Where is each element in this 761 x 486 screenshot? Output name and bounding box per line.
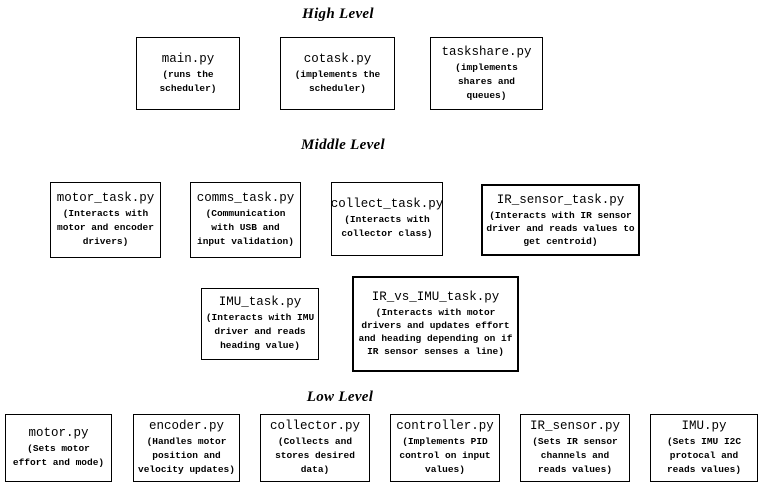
node-collector-py: collector.py (Collects and stores desire… [260,414,370,482]
node-ir-vs-imu-task-py: IR_vs_IMU_task.py (Interacts with motor … [352,276,519,372]
node-ir-sensor-task-py: IR_sensor_task.py (Interacts with IR sen… [481,184,640,256]
node-description: (Handles motor position and velocity upd… [138,436,235,475]
node-description: (Collects and stores desired data) [275,436,355,475]
node-title: motor_task.py [56,191,155,205]
node-title: IMU_task.py [218,295,302,309]
node-title: main.py [161,51,215,66]
node-title: IR_sensor_task.py [496,192,625,207]
node-controller-py: controller.py (Implements PID control on… [390,414,500,482]
node-title: IMU.py [681,419,727,433]
node-description: (runs the scheduler) [159,68,217,94]
node-encoder-py: encoder.py (Handles motor position and v… [133,414,240,482]
node-description: (Interacts with motor and encoder driver… [57,208,154,247]
node-imu-task-py: IMU_task.py (Interacts with IMU driver a… [201,288,319,360]
node-title: cotask.py [303,51,372,66]
node-description: (Interacts with IMU driver and reads hea… [205,312,315,351]
section-heading-high-level: High Level [302,6,374,22]
node-title: controller.py [396,419,494,433]
node-collect-task-py: collect_task.py (Interacts with collecto… [331,182,443,256]
node-title: collector.py [269,419,360,433]
node-description: (Interacts with motor drivers and update… [358,307,513,357]
node-main-py: main.py (runs the scheduler) [136,37,240,110]
node-description: (implements shares and queues) [455,61,518,101]
node-motor-task-py: motor_task.py (Interacts with motor and … [50,182,161,258]
node-motor-py: motor.py (Sets motor effort and mode) [5,414,112,482]
node-title: motor.py [28,426,89,440]
node-description: (Sets motor effort and mode) [12,443,105,468]
node-title: taskshare.py [441,44,532,59]
node-title: collect_task.py [330,197,444,211]
node-cotask-py: cotask.py (implements the scheduler) [280,37,395,110]
node-taskshare-py: taskshare.py (implements shares and queu… [430,37,543,110]
section-heading-low-level: Low Level [306,389,374,405]
node-description: (Sets IMU I2C protocal and reads values) [666,436,742,475]
node-description: (Interacts with IR sensor driver and rea… [486,209,635,247]
node-title: IR_vs_IMU_task.py [371,290,500,304]
node-description: (Implements PID control on input values) [399,436,491,475]
node-ir-sensor-py: IR_sensor.py (Sets IR sensor channels an… [520,414,630,482]
node-comms-task-py: comms_task.py (Communication with USB an… [190,182,301,258]
node-description: (Communication with USB and input valida… [197,208,294,247]
node-title: IR_sensor.py [529,419,620,433]
section-heading-middle-level: Middle Level [301,137,385,153]
node-description: (Interacts with collector class) [341,214,433,239]
node-description: (Sets IR sensor channels and reads value… [532,436,618,475]
node-imu-py: IMU.py (Sets IMU I2C protocal and reads … [650,414,758,482]
node-title: comms_task.py [196,191,295,205]
node-description: (implements the scheduler) [294,68,381,94]
node-title: encoder.py [148,419,224,433]
